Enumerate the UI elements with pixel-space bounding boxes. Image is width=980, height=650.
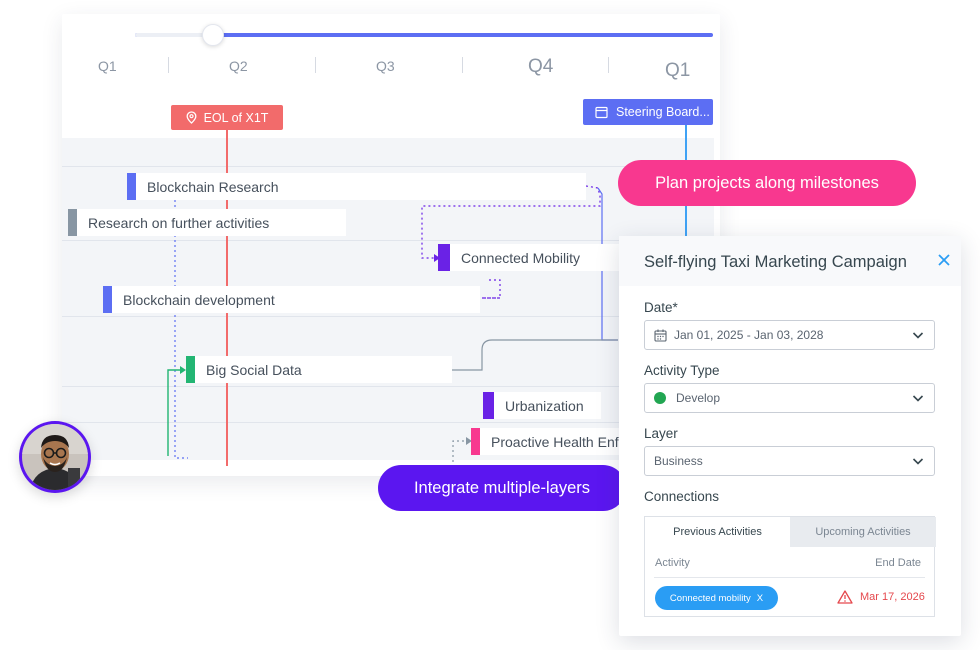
panel-header (619, 236, 961, 286)
activity-color-swatch (186, 356, 195, 383)
date-range-field[interactable]: Jan 01, 2025 - Jan 03, 2028 (644, 320, 935, 350)
layer-value: Business (654, 454, 703, 468)
calendar-icon (654, 329, 667, 342)
avatar (19, 421, 91, 493)
quarter-divider (315, 57, 316, 73)
milestone-label: EOL of X1T (203, 110, 269, 125)
activity-bar-proactive-health[interactable]: Proactive Health Enf (471, 428, 621, 455)
tab-upcoming-activities[interactable]: Upcoming Activities (790, 517, 936, 547)
quarter-label: Q1 (98, 58, 117, 74)
activity-color-swatch (68, 209, 77, 236)
callout-layers: Integrate multiple-layers (378, 465, 626, 511)
connection-chip[interactable]: Connected mobility X (655, 586, 778, 610)
quarter-label: Q2 (229, 58, 248, 74)
callout-text: Plan projects along milestones (655, 173, 879, 192)
date-range-value: Jan 01, 2025 - Jan 03, 2028 (674, 328, 824, 342)
connections-label: Connections (644, 489, 720, 504)
connection-end-date: Mar 17, 2026 (837, 590, 925, 604)
activity-bar-research-further[interactable]: Research on further activities (68, 209, 346, 236)
date-label: Date* (644, 300, 678, 315)
milestone-steering-board[interactable]: Steering Board... (583, 99, 713, 125)
activity-color-swatch (127, 173, 136, 200)
grid-line (62, 240, 714, 241)
activity-label: Proactive Health Enf (491, 433, 619, 450)
end-date-value: Mar 17, 2026 (860, 591, 925, 603)
activity-color-swatch (471, 428, 480, 455)
quarter-divider (608, 57, 609, 73)
close-icon[interactable] (934, 250, 954, 270)
map-pin-icon (186, 111, 197, 124)
status-dot (654, 392, 666, 404)
column-header-end-date: End Date (875, 557, 921, 569)
activity-label: Connected Mobility (461, 249, 581, 266)
quarter-label: Q4 (528, 56, 554, 77)
activity-bar-blockchain-research[interactable]: Blockchain Research (127, 173, 586, 200)
chevron-down-icon[interactable] (912, 393, 924, 403)
activity-bar-big-social-data[interactable]: Big Social Data (186, 356, 452, 383)
quarter-divider (168, 57, 169, 73)
connections-box: Previous Activities Upcoming Activities … (644, 516, 936, 617)
warning-icon (837, 590, 853, 604)
remove-connection-button[interactable]: X (756, 592, 764, 604)
layer-select[interactable]: Business (644, 446, 935, 476)
activity-label: Big Social Data (206, 361, 302, 378)
activity-label: Urbanization (505, 397, 584, 414)
close-button[interactable] (934, 250, 954, 270)
avatar-photo (22, 424, 88, 490)
calendar-icon (595, 106, 608, 118)
activity-color-swatch (103, 286, 112, 313)
divider (654, 577, 925, 578)
tab-previous-activities[interactable]: Previous Activities (645, 517, 790, 547)
activity-label: Blockchain Research (147, 178, 279, 195)
activity-type-label: Activity Type (644, 363, 720, 378)
grid-line (62, 166, 714, 167)
column-header-activity: Activity (655, 557, 690, 569)
activity-bar-connected-mobility[interactable]: Connected Mobility (438, 244, 620, 271)
activity-bar-urbanization[interactable]: Urbanization (483, 392, 601, 419)
quarter-label: Q1 (665, 60, 691, 81)
callout-text: Integrate multiple-layers (413, 478, 591, 497)
panel-title: Self-flying Taxi Marketing Campaign (644, 253, 907, 271)
grid-line (62, 386, 714, 387)
milestone-label: Steering Board... (616, 105, 710, 119)
activity-label: Blockchain development (123, 291, 275, 308)
activity-type-select[interactable]: Develop (644, 383, 935, 413)
layer-label: Layer (644, 426, 678, 441)
activity-color-swatch (438, 244, 450, 271)
grid-line (62, 316, 714, 317)
timeline-slider-range[interactable] (135, 33, 713, 37)
grid-line (62, 422, 714, 423)
activity-bar-blockchain-development[interactable]: Blockchain development (103, 286, 480, 313)
callout-milestones: Plan projects along milestones (618, 160, 916, 206)
activity-type-value: Develop (676, 391, 721, 405)
quarter-label: Q3 (376, 58, 395, 74)
activity-color-swatch (483, 392, 494, 419)
activity-detail-panel: Self-flying Taxi Marketing Campaign Date… (619, 236, 961, 636)
timeline-slider-track (135, 33, 215, 37)
quarter-divider (462, 57, 463, 73)
chevron-down-icon[interactable] (912, 330, 924, 340)
milestone-eol-x1t[interactable]: EOL of X1T (171, 105, 283, 130)
chevron-down-icon[interactable] (912, 456, 924, 466)
activity-label: Research on further activities (88, 214, 270, 231)
timeline-slider-handle[interactable] (202, 24, 224, 46)
connection-chip-label: Connected mobility (669, 592, 751, 604)
